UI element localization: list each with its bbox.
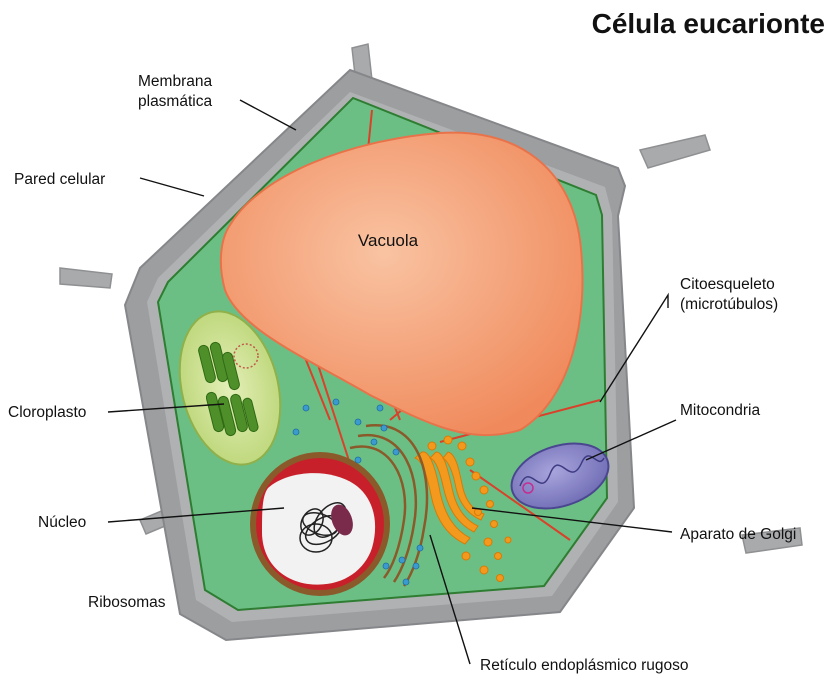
- cytoskeleton-label-line2: (microtúbulos): [680, 296, 778, 313]
- membrane-label-line2: plasmática: [138, 93, 212, 110]
- chloroplast-label: Cloroplasto: [8, 404, 86, 421]
- mitochondrion-label: Mitocondria: [680, 402, 760, 419]
- nucleus: [250, 452, 390, 596]
- golgi-label: Aparato de Golgi: [680, 526, 796, 543]
- nucleus-label: Núcleo: [38, 514, 86, 531]
- rough-er-label: Retículo endoplásmico rugoso: [480, 657, 689, 674]
- cell-wall-label: Pared celular: [14, 171, 105, 188]
- membrane-label-line1: Membrana: [138, 73, 212, 90]
- ribosomes-label: Ribosomas: [88, 594, 166, 611]
- cytoskeleton-label-line1: Citoesqueleto: [680, 276, 775, 293]
- vacuole-label: Vacuola: [358, 231, 419, 250]
